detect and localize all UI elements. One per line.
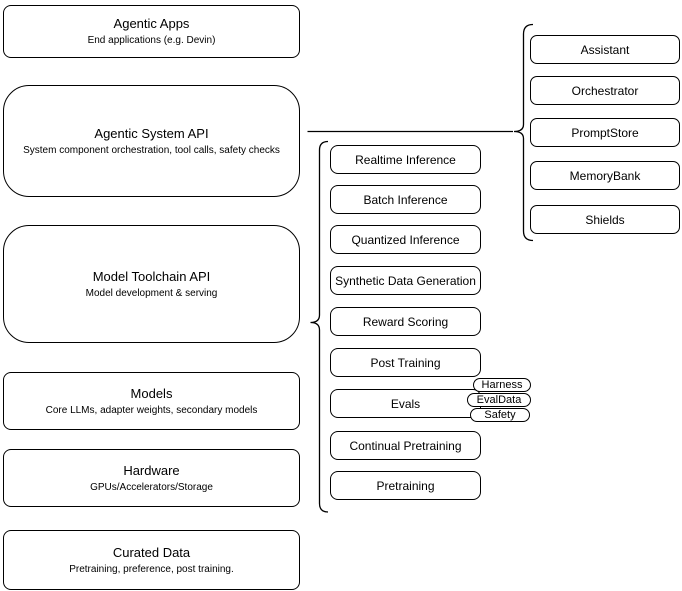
toolchain-item-post-training: Post Training [330, 348, 481, 377]
toolchain-item-batch-inference: Batch Inference [330, 185, 481, 214]
evals-badge-evaldata: EvalData [467, 393, 531, 407]
node-subtitle: Model development & serving [85, 287, 218, 299]
evals-badge-harness: Harness [473, 378, 531, 392]
toolchain-item-reward-scoring: Reward Scoring [330, 307, 481, 336]
node-subtitle: Core LLMs, adapter weights, secondary mo… [45, 404, 258, 416]
node-title: Hardware [123, 462, 180, 478]
toolchain-item-continual-pretraining: Continual Pretraining [330, 431, 481, 460]
component-promptstore: PromptStore [530, 118, 680, 147]
toolchain-item-pretraining: Pretraining [330, 471, 481, 500]
node-subtitle: Pretraining, preference, post training. [69, 563, 234, 575]
node-title: Model Toolchain API [92, 268, 211, 284]
node-agentic-system-api: Agentic System API System component orch… [3, 85, 300, 197]
toolchain-item-realtime-inference: Realtime Inference [330, 145, 481, 174]
node-subtitle: System component orchestration, tool cal… [23, 144, 280, 156]
evals-badge-safety: Safety [470, 408, 530, 422]
node-subtitle: GPUs/Accelerators/Storage [90, 481, 213, 493]
node-subtitle: End applications (e.g. Devin) [87, 35, 216, 46]
toolchain-item-evals: Evals [330, 389, 481, 418]
node-title: Curated Data [112, 544, 191, 560]
toolchain-brace [310, 140, 329, 513]
node-title: Agentic System API [94, 125, 209, 141]
node-models: Models Core LLMs, adapter weights, secon… [3, 372, 300, 430]
component-memorybank: MemoryBank [530, 161, 680, 190]
component-shields: Shields [530, 205, 680, 234]
node-curated-data: Curated Data Pretraining, preference, po… [3, 530, 300, 590]
node-agentic-apps: Agentic Apps End applications (e.g. Devi… [3, 5, 300, 58]
component-orchestrator: Orchestrator [530, 76, 680, 105]
node-title: Agentic Apps [113, 16, 190, 31]
node-model-toolchain-api: Model Toolchain API Model development & … [3, 225, 300, 343]
toolchain-item-quantized-inference: Quantized Inference [330, 225, 481, 254]
toolchain-item-synthetic-data-generation: Synthetic Data Generation [330, 266, 481, 295]
component-assistant: Assistant [530, 35, 680, 64]
node-title: Models [130, 385, 173, 401]
node-hardware: Hardware GPUs/Accelerators/Storage [3, 449, 300, 507]
